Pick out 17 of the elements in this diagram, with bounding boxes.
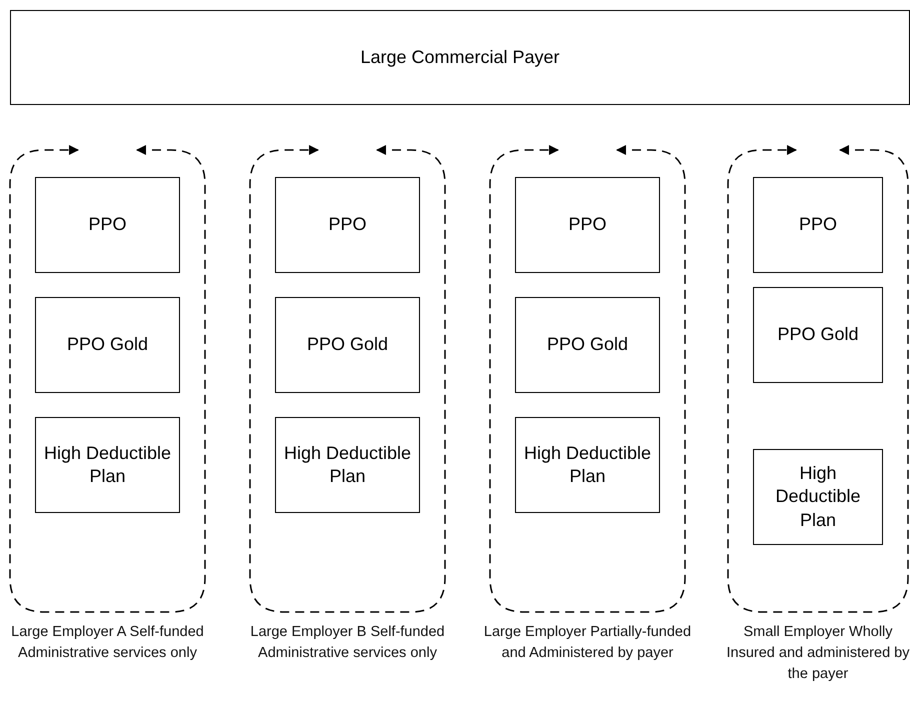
plan-box: PPO Gold [35,297,180,393]
plan-box: High Deductible Plan [515,417,660,513]
plan-box: PPO Gold [753,287,883,383]
plan-box: PPO Gold [275,297,420,393]
plan-box: High Deductible Plan [35,417,180,513]
group-caption: Large Employer B Self-funded Administrative services only [249,623,446,664]
payer-box: Large Commercial Payer [10,10,910,105]
plan-box: High Deductible Plan [753,449,883,545]
plan-box: PPO [753,177,883,273]
plan-box: PPO [275,177,420,273]
group-caption: Large Employer A Self-funded Administrative services only [10,623,205,664]
group-caption: Small Employer Wholly Insured and administered by the payer [726,623,910,684]
plan-box: PPO [515,177,660,273]
plan-box: High Deductible Plan [275,417,420,513]
plan-box: PPO [35,177,180,273]
group-caption: Large Employer Partially-funded and Administered by payer [482,623,692,664]
plan-box: PPO Gold [515,297,660,393]
